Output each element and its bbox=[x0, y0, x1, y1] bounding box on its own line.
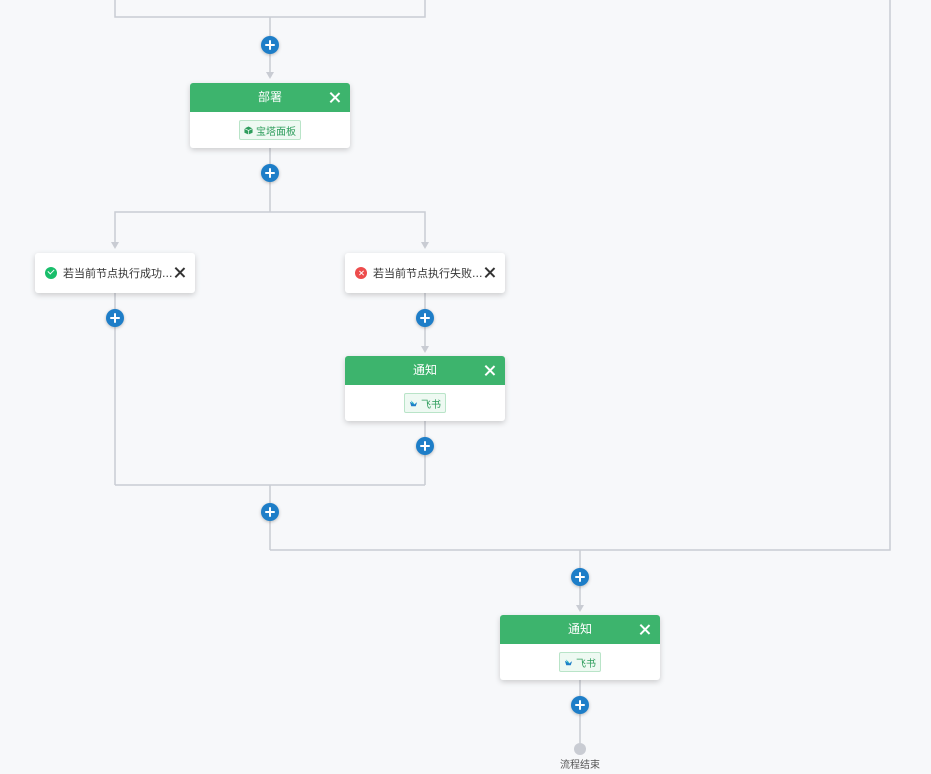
node-title: 部署 bbox=[257, 90, 282, 104]
node-title: 通知 bbox=[412, 363, 437, 377]
add-node-button[interactable] bbox=[416, 437, 434, 455]
add-node-button[interactable] bbox=[106, 309, 124, 327]
node-header: 通知 bbox=[345, 356, 505, 385]
node-body: 飞书 bbox=[345, 385, 505, 421]
add-node-button[interactable] bbox=[571, 568, 589, 586]
notify-node[interactable]: 通知 飞书 bbox=[345, 356, 505, 421]
deploy-node[interactable]: 部署 宝塔面板 bbox=[190, 83, 350, 148]
close-icon[interactable] bbox=[329, 92, 340, 103]
close-icon[interactable] bbox=[174, 267, 185, 278]
provider-tag[interactable]: 宝塔面板 bbox=[239, 120, 301, 140]
close-icon[interactable] bbox=[484, 365, 495, 376]
channel-tag-label: 飞书 bbox=[576, 658, 596, 670]
channel-tag[interactable]: 飞书 bbox=[404, 393, 446, 413]
cube-icon bbox=[244, 125, 253, 135]
add-node-button[interactable] bbox=[416, 309, 434, 327]
node-header: 部署 bbox=[190, 83, 350, 112]
add-node-button[interactable] bbox=[261, 36, 279, 54]
flow-end-marker bbox=[574, 743, 586, 755]
close-icon[interactable] bbox=[484, 267, 495, 278]
branch-condition-fail[interactable]: 若当前节点执行失败... bbox=[345, 253, 505, 293]
feishu-icon bbox=[409, 399, 418, 406]
node-body: 飞书 bbox=[500, 644, 660, 680]
node-body: 宝塔面板 bbox=[190, 112, 350, 148]
condition-label: 若当前节点执行成功... bbox=[63, 267, 173, 280]
flow-end-label: 流程结束 bbox=[560, 760, 600, 771]
add-node-button[interactable] bbox=[261, 503, 279, 521]
branch-condition-success[interactable]: 若当前节点执行成功... bbox=[35, 253, 195, 293]
close-icon[interactable] bbox=[639, 624, 650, 635]
add-node-button[interactable] bbox=[571, 696, 589, 714]
add-node-button[interactable] bbox=[261, 164, 279, 182]
check-circle-icon bbox=[45, 267, 57, 279]
provider-tag-label: 宝塔面板 bbox=[256, 126, 296, 138]
node-header: 通知 bbox=[500, 615, 660, 644]
channel-tag-label: 飞书 bbox=[421, 399, 441, 411]
condition-label: 若当前节点执行失败... bbox=[373, 267, 483, 280]
error-circle-icon bbox=[355, 267, 367, 279]
notify-node[interactable]: 通知 飞书 bbox=[500, 615, 660, 680]
feishu-icon bbox=[564, 658, 573, 665]
node-title: 通知 bbox=[567, 622, 592, 636]
channel-tag[interactable]: 飞书 bbox=[559, 652, 601, 672]
